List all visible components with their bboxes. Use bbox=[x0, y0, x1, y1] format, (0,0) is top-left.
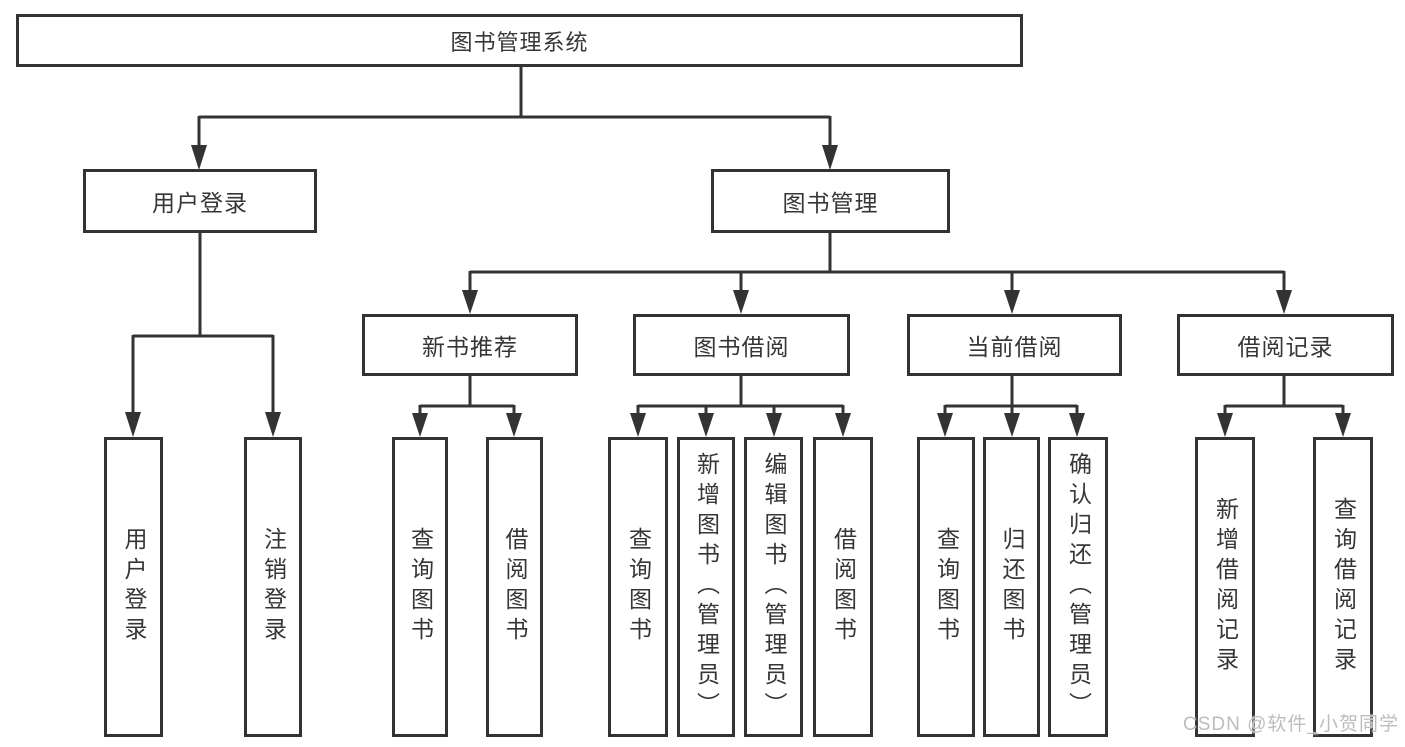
leaf-add-books-admin-label: 新增图书（管理员） bbox=[693, 452, 720, 722]
connector-user-login-children bbox=[125, 232, 281, 437]
csdn-watermark: CSDN @软件_小贺同学 bbox=[1183, 714, 1399, 735]
leaf-edit-books-admin: 编辑图书（管理员） bbox=[744, 437, 803, 737]
leaf-borrow-books: 借阅图书 bbox=[813, 437, 873, 737]
leaf-add-borrow-record-label: 新增借阅记录 bbox=[1212, 497, 1239, 677]
leaf-return-books: 归还图书 bbox=[983, 437, 1040, 737]
node-book-borrow-label: 图书借阅 bbox=[693, 334, 790, 360]
node-current-borrow-label: 当前借阅 bbox=[966, 334, 1063, 360]
leaf-query-books-borrow: 查询图书 bbox=[608, 437, 668, 737]
leaf-confirm-return-admin: 确认归还（管理员） bbox=[1048, 437, 1108, 737]
connector-book-management-to-level3 bbox=[462, 232, 1292, 314]
node-borrow-records-label: 借阅记录 bbox=[1237, 334, 1334, 360]
node-user-login: 用户登录 bbox=[83, 169, 317, 233]
leaf-confirm-return-admin-label: 确认归还（管理员） bbox=[1065, 452, 1092, 722]
leaf-query-borrow-record-label: 查询借阅记录 bbox=[1330, 497, 1357, 677]
leaf-return-books-label: 归还图书 bbox=[999, 527, 1025, 647]
leaf-query-books-recommend: 查询图书 bbox=[392, 437, 448, 737]
leaf-user-login: 用户登录 bbox=[104, 437, 163, 737]
connector-new-book-recommend-children bbox=[412, 375, 522, 437]
connector-current-borrow-children bbox=[937, 375, 1085, 437]
node-book-borrow: 图书借阅 bbox=[633, 314, 850, 376]
node-book-management: 图书管理 bbox=[711, 169, 950, 233]
node-root: 图书管理系统 bbox=[16, 14, 1023, 67]
node-root-label: 图书管理系统 bbox=[450, 29, 589, 55]
leaf-edit-books-admin-label: 编辑图书（管理员） bbox=[761, 452, 787, 722]
leaf-query-borrow-record: 查询借阅记录 bbox=[1313, 437, 1373, 737]
node-new-book-recommend: 新书推荐 bbox=[362, 314, 578, 376]
leaf-logout-label: 注销登录 bbox=[260, 527, 287, 647]
connector-book-borrow-children bbox=[630, 375, 851, 437]
connector-root-to-level2 bbox=[191, 66, 838, 170]
leaf-query-books-current-label: 查询图书 bbox=[933, 527, 960, 647]
leaf-borrow-books-recommend: 借阅图书 bbox=[486, 437, 543, 737]
leaf-add-books-admin: 新增图书（管理员） bbox=[677, 437, 735, 737]
leaf-borrow-books-recommend-label: 借阅图书 bbox=[502, 527, 528, 647]
node-current-borrow: 当前借阅 bbox=[907, 314, 1122, 376]
leaf-query-books-borrow-label: 查询图书 bbox=[625, 527, 652, 647]
node-new-book-recommend-label: 新书推荐 bbox=[422, 334, 518, 360]
leaf-add-borrow-record: 新增借阅记录 bbox=[1195, 437, 1255, 737]
leaf-user-login-label: 用户登录 bbox=[121, 527, 147, 647]
node-book-management-label: 图书管理 bbox=[782, 190, 879, 216]
leaf-logout: 注销登录 bbox=[244, 437, 302, 737]
leaf-query-books-recommend-label: 查询图书 bbox=[407, 527, 434, 647]
node-user-login-label: 用户登录 bbox=[152, 190, 248, 216]
node-borrow-records: 借阅记录 bbox=[1177, 314, 1394, 376]
leaf-borrow-books-label: 借阅图书 bbox=[830, 527, 857, 647]
connector-borrow-records-children bbox=[1217, 375, 1351, 437]
leaf-query-books-current: 查询图书 bbox=[917, 437, 975, 737]
